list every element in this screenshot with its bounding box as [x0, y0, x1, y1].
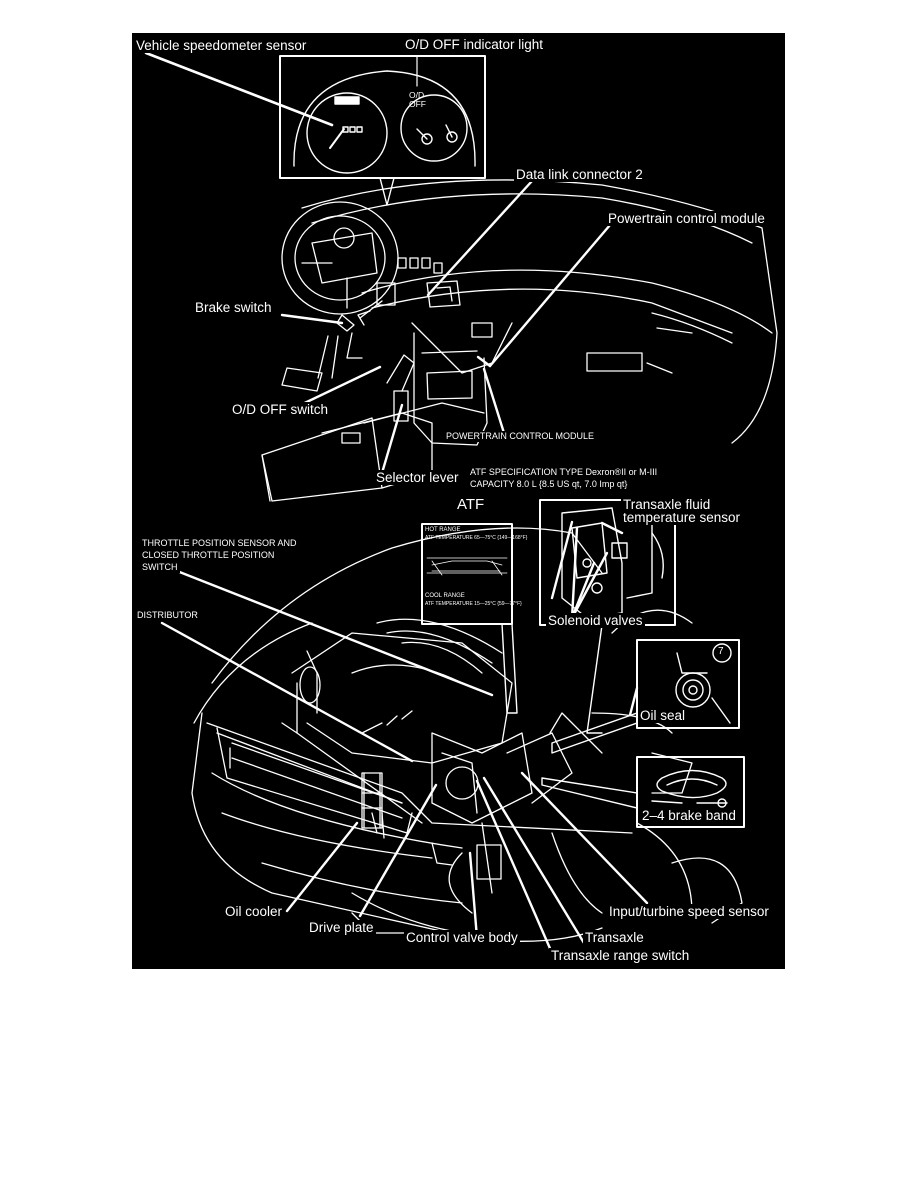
label-solenoid-valves: Solenoid valves [546, 613, 645, 628]
label-tps-line3: SWITCH [140, 562, 180, 573]
dipstick-cool-temp: ATF TEMPERATURE 15—25°C {59—77°F} [425, 601, 522, 607]
diagram-panel: Vehicle speedometer sensor O/D OFF indic… [132, 33, 785, 969]
label-temperature-sensor: temperature sensor [621, 510, 743, 525]
gauge-indicator-line1: O/D [409, 90, 425, 100]
dipstick-hot-range: HOT RANGE [425, 527, 461, 533]
label-selector-lever: Selector lever [374, 470, 461, 485]
label-transaxle: Transaxle [583, 930, 646, 945]
pedals [281, 300, 383, 392]
diagram-illustration [144, 51, 778, 955]
label-oil-seal: Oil seal [638, 708, 688, 723]
callout-number: 7 [718, 646, 724, 657]
speedometer-gauge [306, 92, 388, 174]
label-2-4-brake-band: 2–4 brake band [640, 808, 738, 823]
label-transaxle-fluid: Transaxle fluid [621, 497, 713, 512]
label-oil-cooler: Oil cooler [223, 904, 285, 919]
label-powertrain-control-module: Powertrain control module [606, 211, 767, 226]
label-control-valve-body: Control valve body [404, 930, 520, 945]
center-console [261, 354, 485, 502]
label-data-link-connector-2: Data link connector 2 [514, 167, 645, 182]
leader-lines-lower [160, 520, 649, 955]
label-drive-plate: Drive plate [307, 920, 376, 935]
label-od-off-indicator-light: O/D OFF indicator light [403, 37, 546, 52]
label-vehicle-speedometer-sensor: Vehicle speedometer sensor [134, 38, 309, 53]
atf-dipstick-inset [421, 523, 513, 625]
label-od-off-switch: O/D OFF switch [230, 402, 331, 417]
dipstick-hot-temp: ATF TEMPERATURE 65—75°C {149—168°F} [425, 535, 528, 541]
tachometer-gauge [400, 94, 468, 162]
dipstick-cool-range: COOL RANGE [425, 593, 465, 599]
label-powertrain-control-module-caps: POWERTRAIN CONTROL MODULE [444, 431, 597, 442]
label-input-turbine-speed-sensor: Input/turbine speed sensor [607, 904, 771, 919]
gauge-indicator-line2: OFF [409, 99, 426, 109]
dashboard [281, 179, 778, 446]
brake-band-inset [636, 756, 745, 828]
label-atf-spec-type: ATF SPECIFICATION TYPE Dexron®II or M-II… [468, 467, 660, 478]
gauge-indicator-text: O/D OFF [408, 91, 427, 109]
engine-bay [191, 527, 743, 942]
label-brake-switch: Brake switch [193, 300, 274, 315]
label-tps-line2: CLOSED THROTTLE POSITION [140, 550, 277, 561]
label-atf-capacity: CAPACITY 8.0 L {8.5 US qt, 7.0 Imp qt} [468, 479, 630, 490]
label-transaxle-range-switch: Transaxle range switch [549, 948, 692, 963]
instrument-cluster-inset [279, 55, 486, 179]
oil-seal-inset [636, 639, 740, 729]
label-tps-line1: THROTTLE POSITION SENSOR AND [140, 538, 299, 549]
label-distributor: DISTRIBUTOR [135, 610, 200, 621]
label-atf: ATF [455, 496, 487, 513]
leader-lines-upper [280, 179, 612, 475]
